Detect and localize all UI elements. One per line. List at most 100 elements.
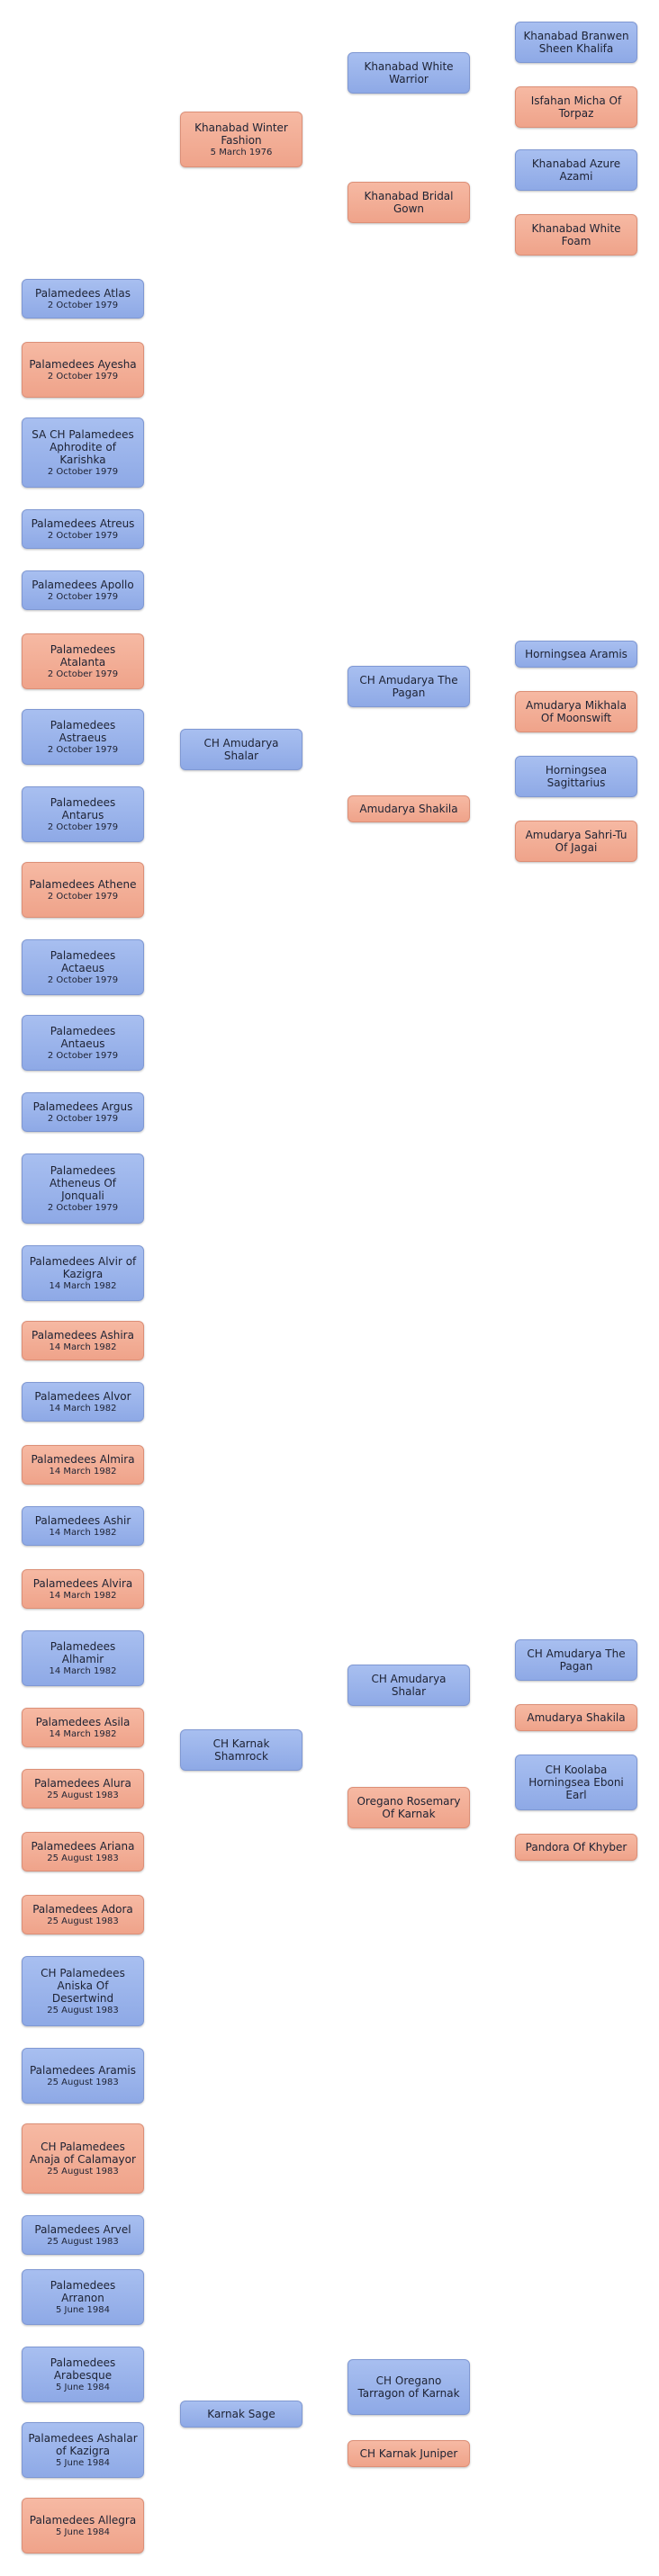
dog-name: Khanabad White Warrior	[364, 60, 454, 85]
great-grandparent-node[interactable]: Amudarya Shakila	[515, 1704, 637, 1731]
great-grandparent-node[interactable]: Isfahan Micha Of Torpaz	[515, 86, 637, 128]
dog-name: Karnak Sage	[207, 2408, 275, 2420]
great-grandparent-node[interactable]: Horningsea Sagittarius	[515, 756, 637, 797]
birth-date: 14 March 1982	[49, 1665, 117, 1676]
dog-name: Palamedees Actaeus	[50, 948, 116, 974]
dog-name: Palamedees Astraeus	[50, 718, 116, 744]
birth-date: 2 October 1979	[47, 371, 119, 381]
great-grandparent-node[interactable]: Khanabad Branwen Sheen Khalifa	[515, 22, 637, 63]
great-grandparent-node[interactable]: Amudarya Mikhala Of Moonswift	[515, 691, 637, 732]
great-grandparent-node[interactable]: Horningsea Aramis	[515, 641, 637, 668]
dog-name: Palamedees Alvor	[34, 1389, 131, 1403]
dog-name: Palamedees Arabesque	[50, 2356, 116, 2382]
birth-date: 14 March 1982	[49, 1527, 117, 1538]
dog-name: Pandora Of Khyber	[525, 1841, 627, 1853]
dog-name: Palamedees Alvir of Kazigra	[29, 1254, 137, 1280]
dog-name: Khanabad Branwen Sheen Khalifa	[523, 30, 629, 55]
dog-name: Palamedees Ashira	[32, 1328, 134, 1342]
grandsire-node[interactable]: Khanabad White Warrior	[348, 52, 470, 94]
dog-name: Palamedees Alhamir	[50, 1639, 116, 1665]
dog-name: CH Karnak Shamrock	[212, 1737, 270, 1763]
dog-name: Palamedees Athene	[29, 877, 137, 891]
birth-date: 5 June 1984	[56, 2382, 110, 2392]
granddam-node[interactable]: CH Karnak Juniper	[348, 2440, 470, 2467]
grandsire-node[interactable]: CH Amudarya The Pagan	[348, 666, 470, 707]
birth-date: 5 June 1984	[56, 2457, 110, 2468]
grandsire-node[interactable]: CH Amudarya Shalar	[348, 1665, 470, 1706]
sire-node[interactable]: CH Karnak Shamrock	[180, 1729, 302, 1771]
dog-name: Palamedees Atalanta	[50, 642, 116, 669]
sire-node[interactable]: CH Amudarya Shalar	[180, 729, 302, 770]
birth-date: 14 March 1982	[49, 1466, 117, 1476]
birth-date: 2 October 1979	[47, 1202, 119, 1213]
granddam-node[interactable]: Oregano Rosemary Of Karnak	[348, 1787, 470, 1828]
birth-date: 25 August 1983	[47, 1853, 119, 1863]
granddam-node[interactable]: Amudarya Shakila	[348, 795, 470, 822]
dog-name: Amudarya Mikhala Of Moonswift	[526, 699, 627, 724]
birth-date: 25 August 1983	[47, 2166, 119, 2177]
great-grandparent-node[interactable]: Khanabad Azure Azami	[515, 149, 637, 191]
great-grandparent-node[interactable]: Khanabad White Foam	[515, 214, 637, 256]
birth-date: 2 October 1979	[47, 669, 119, 679]
dog-name: Isfahan Micha Of Torpaz	[530, 94, 622, 120]
dog-name: Palamedees Alura	[34, 1776, 131, 1790]
dog-name: CH Oregano Tarragon of Karnak	[357, 2374, 460, 2400]
great-grandparent-node[interactable]: CH Amudarya The Pagan	[515, 1639, 637, 1681]
dog-name: Palamedees Apollo	[32, 578, 134, 591]
birth-date: 14 March 1982	[49, 1280, 117, 1291]
great-grandparent-node[interactable]: Pandora Of Khyber	[515, 1834, 637, 1861]
grandsire-node[interactable]: CH Oregano Tarragon of Karnak	[348, 2359, 470, 2415]
dog-name: CH Palamedees Anaja of Calamayor	[30, 2140, 136, 2166]
birth-date: 2 October 1979	[47, 530, 119, 541]
dog-name: Palamedees Aramis	[29, 2063, 137, 2077]
birth-date: 25 August 1983	[47, 1916, 119, 1926]
dog-name: Palamedees Argus	[32, 1100, 133, 1113]
granddam-node[interactable]: Khanabad Bridal Gown	[348, 182, 470, 223]
dog-name: CH Karnak Juniper	[359, 2447, 458, 2460]
birth-date: 25 August 1983	[47, 1790, 119, 1800]
dog-name: Khanabad Azure Azami	[531, 157, 621, 183]
birth-date: 2 October 1979	[47, 1113, 119, 1124]
birth-date: 2 October 1979	[47, 744, 119, 755]
great-grandparent-node[interactable]: CH Koolaba Horningsea Eboni Earl	[515, 1755, 637, 1810]
birth-date: 5 March 1976	[210, 147, 273, 157]
dog-name: Palamedees Arvel	[34, 2222, 131, 2236]
dog-name: CH Amudarya The Pagan	[527, 1647, 626, 1673]
great-grandparent-node[interactable]: Amudarya Sahri-Tu Of Jagai	[515, 821, 637, 862]
sire-node[interactable]: Karnak Sage	[180, 2401, 302, 2428]
